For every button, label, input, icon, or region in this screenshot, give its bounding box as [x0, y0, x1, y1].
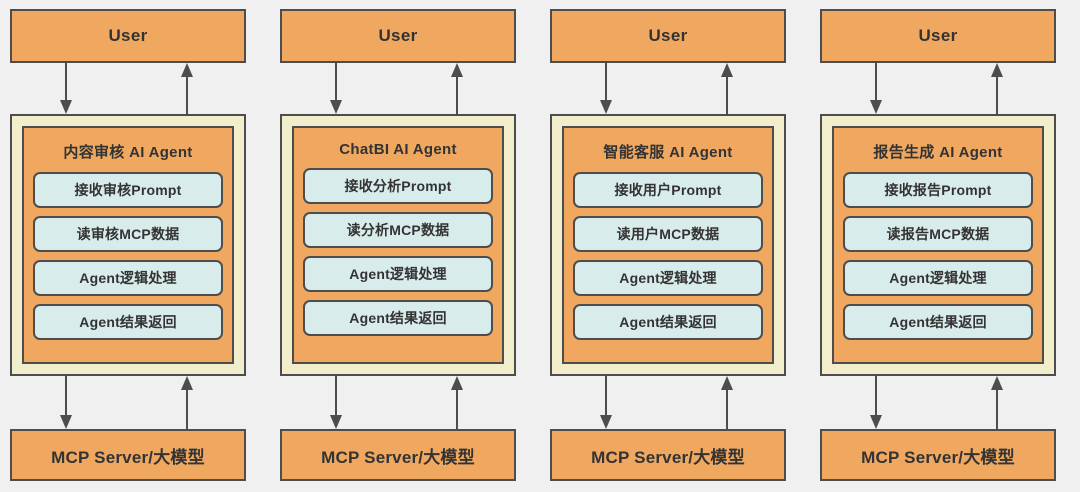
user-label: User [648, 26, 688, 45]
pipeline-column-1: User 内容审核 AI Agent 接收审核Prompt 读审核MCP数据 A… [0, 0, 270, 492]
agent-step[interactable]: Agent结果返回 [303, 300, 493, 336]
agent-step[interactable]: Agent逻辑处理 [303, 256, 493, 292]
agent-step[interactable]: Agent逻辑处理 [843, 260, 1033, 296]
agent-step[interactable]: 接收用户Prompt [573, 172, 763, 208]
agent-step[interactable]: 读审核MCP数据 [33, 216, 223, 252]
agent-container: 内容审核 AI Agent 接收审核Prompt 读审核MCP数据 Agent逻… [10, 114, 246, 376]
agent-box[interactable]: 报告生成 AI Agent 接收报告Prompt 读报告MCP数据 Agent逻… [832, 126, 1044, 364]
agent-box[interactable]: ChatBI AI Agent 接收分析Prompt 读分析MCP数据 Agen… [292, 126, 504, 364]
agent-step[interactable]: 读用户MCP数据 [573, 216, 763, 252]
user-label: User [108, 26, 148, 45]
agent-step[interactable]: Agent逻辑处理 [33, 260, 223, 296]
agent-container: 智能客服 AI Agent 接收用户Prompt 读用户MCP数据 Agent逻… [550, 114, 786, 376]
agent-title: 智能客服 AI Agent [603, 144, 733, 161]
agent-box[interactable]: 智能客服 AI Agent 接收用户Prompt 读用户MCP数据 Agent逻… [562, 126, 774, 364]
agent-title: 报告生成 AI Agent [873, 144, 1003, 161]
agent-step[interactable]: Agent结果返回 [33, 304, 223, 340]
agent-steps-list: 接收报告Prompt 读报告MCP数据 Agent逻辑处理 Agent结果返回 [834, 172, 1042, 340]
agent-title: 内容审核 AI Agent [63, 144, 193, 161]
agent-step[interactable]: 读分析MCP数据 [303, 212, 493, 248]
agent-steps-list: 接收审核Prompt 读审核MCP数据 Agent逻辑处理 Agent结果返回 [24, 172, 232, 340]
user-label: User [378, 26, 418, 45]
mcp-server-box[interactable]: MCP Server/大模型 [10, 429, 246, 481]
agent-step[interactable]: 接收报告Prompt [843, 172, 1033, 208]
user-box[interactable]: User [280, 9, 516, 63]
mcp-server-box[interactable]: MCP Server/大模型 [550, 429, 786, 481]
agent-step[interactable]: Agent结果返回 [843, 304, 1033, 340]
pipeline-column-3: User 智能客服 AI Agent 接收用户Prompt 读用户MCP数据 A… [540, 0, 810, 492]
agent-container: ChatBI AI Agent 接收分析Prompt 读分析MCP数据 Agen… [280, 114, 516, 376]
agent-step[interactable]: 接收审核Prompt [33, 172, 223, 208]
agent-steps-list: 接收用户Prompt 读用户MCP数据 Agent逻辑处理 Agent结果返回 [564, 172, 772, 340]
pipeline-column-4: User 报告生成 AI Agent 接收报告Prompt 读报告MCP数据 A… [810, 0, 1080, 492]
agent-step[interactable]: 读报告MCP数据 [843, 216, 1033, 252]
mcp-server-label: MCP Server/大模型 [51, 447, 205, 467]
pipeline-column-2: User ChatBI AI Agent 接收分析Prompt 读分析MCP数据… [270, 0, 540, 492]
agent-box[interactable]: 内容审核 AI Agent 接收审核Prompt 读审核MCP数据 Agent逻… [22, 126, 234, 364]
agent-step[interactable]: Agent结果返回 [573, 304, 763, 340]
mcp-server-label: MCP Server/大模型 [861, 447, 1015, 467]
agent-steps-list: 接收分析Prompt 读分析MCP数据 Agent逻辑处理 Agent结果返回 [294, 168, 502, 336]
agent-step[interactable]: Agent逻辑处理 [573, 260, 763, 296]
agent-step[interactable]: 接收分析Prompt [303, 168, 493, 204]
mcp-server-label: MCP Server/大模型 [591, 447, 745, 467]
user-box[interactable]: User [10, 9, 246, 63]
user-box[interactable]: User [820, 9, 1056, 63]
mcp-server-box[interactable]: MCP Server/大模型 [820, 429, 1056, 481]
agent-container: 报告生成 AI Agent 接收报告Prompt 读报告MCP数据 Agent逻… [820, 114, 1056, 376]
mcp-server-label: MCP Server/大模型 [321, 447, 475, 467]
mcp-server-box[interactable]: MCP Server/大模型 [280, 429, 516, 481]
user-label: User [918, 26, 958, 45]
user-box[interactable]: User [550, 9, 786, 63]
agent-title: ChatBI AI Agent [339, 141, 457, 158]
